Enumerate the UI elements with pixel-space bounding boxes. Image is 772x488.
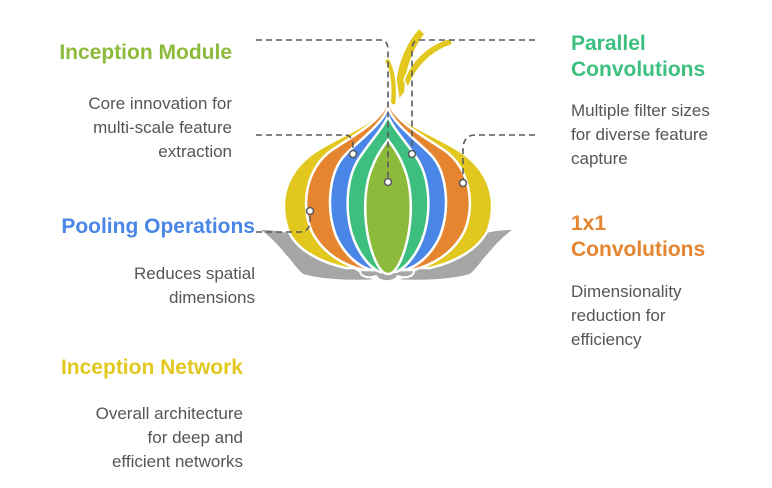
dot-inception-module <box>383 177 393 187</box>
dot-pooling <box>348 149 358 159</box>
parallel-convolutions-title: Parallel Convolutions <box>571 32 706 81</box>
connector-inception-network <box>256 213 311 233</box>
pooling-operations-description: Reduces spatial dimensions <box>134 264 255 307</box>
one-by-one-convolutions-description: Dimensionality reduction for efficiency <box>571 282 682 349</box>
connector-pooling <box>256 134 354 152</box>
dot-one-by-one <box>458 178 468 188</box>
inception-network-description: Overall architecture for deep and effici… <box>95 404 243 471</box>
layer-inception-module <box>363 137 413 276</box>
parallel-convolutions-description: Multiple filter sizes for diverse featur… <box>571 101 710 168</box>
stem-mid <box>395 26 427 102</box>
inception-module-description: Core innovation for multi-scale feature … <box>88 94 232 161</box>
pooling-operations-title: Pooling Operations <box>61 215 255 238</box>
connector-one-by-one <box>462 134 535 182</box>
stem-right <box>403 37 453 90</box>
one-by-one-convolutions-title: 1x1 Convolutions <box>571 212 706 261</box>
inception-module-title: Inception Module <box>59 41 232 64</box>
dot-inception-network <box>305 206 315 216</box>
dot-parallel <box>407 149 417 159</box>
connector-dots <box>305 149 468 216</box>
connector-parallel <box>411 39 535 152</box>
stem-left <box>382 57 398 106</box>
connector-inception-module <box>256 39 389 182</box>
inception-network-title: Inception Network <box>60 356 243 379</box>
connectors <box>256 39 535 233</box>
onion-stem <box>382 26 453 106</box>
